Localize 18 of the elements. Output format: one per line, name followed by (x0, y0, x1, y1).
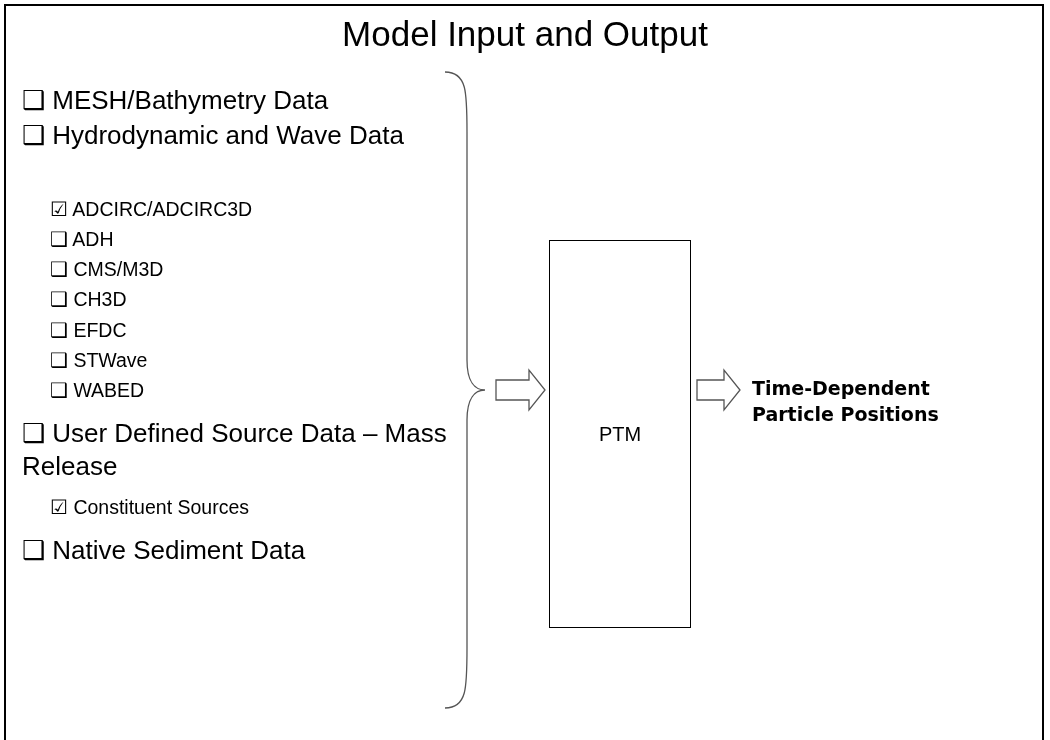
box-label: PTM (598, 422, 642, 446)
list-item: ☑ ADCIRC/ADCIRC3D (50, 197, 254, 221)
process-box (549, 240, 691, 628)
list-item: ❑ CMS/M3D (50, 257, 165, 281)
list-item: ❑ User Defined Source Data – Mass Release (22, 417, 448, 483)
list-item: ❑ Native Sediment Data (22, 534, 307, 567)
list-item: ❑ EFDC (50, 318, 128, 342)
list-item: ☑ Constituent Sources (50, 495, 250, 519)
block-arrow (495, 368, 546, 412)
list-item: ❑ ADH (50, 227, 115, 251)
title: Model Input and Output (341, 14, 709, 54)
list-item: ❑ CH3D (50, 287, 128, 311)
list-item: ❑ STWave (50, 348, 149, 372)
block-arrow (696, 368, 741, 412)
output-label: Time-Dependent Particle Positions (752, 376, 940, 427)
list-item: ❑ Hydrodynamic and Wave Data (22, 119, 405, 152)
list-item: ❑ MESH/Bathymetry Data (22, 84, 330, 117)
list-item: ❑ WABED (50, 378, 146, 402)
